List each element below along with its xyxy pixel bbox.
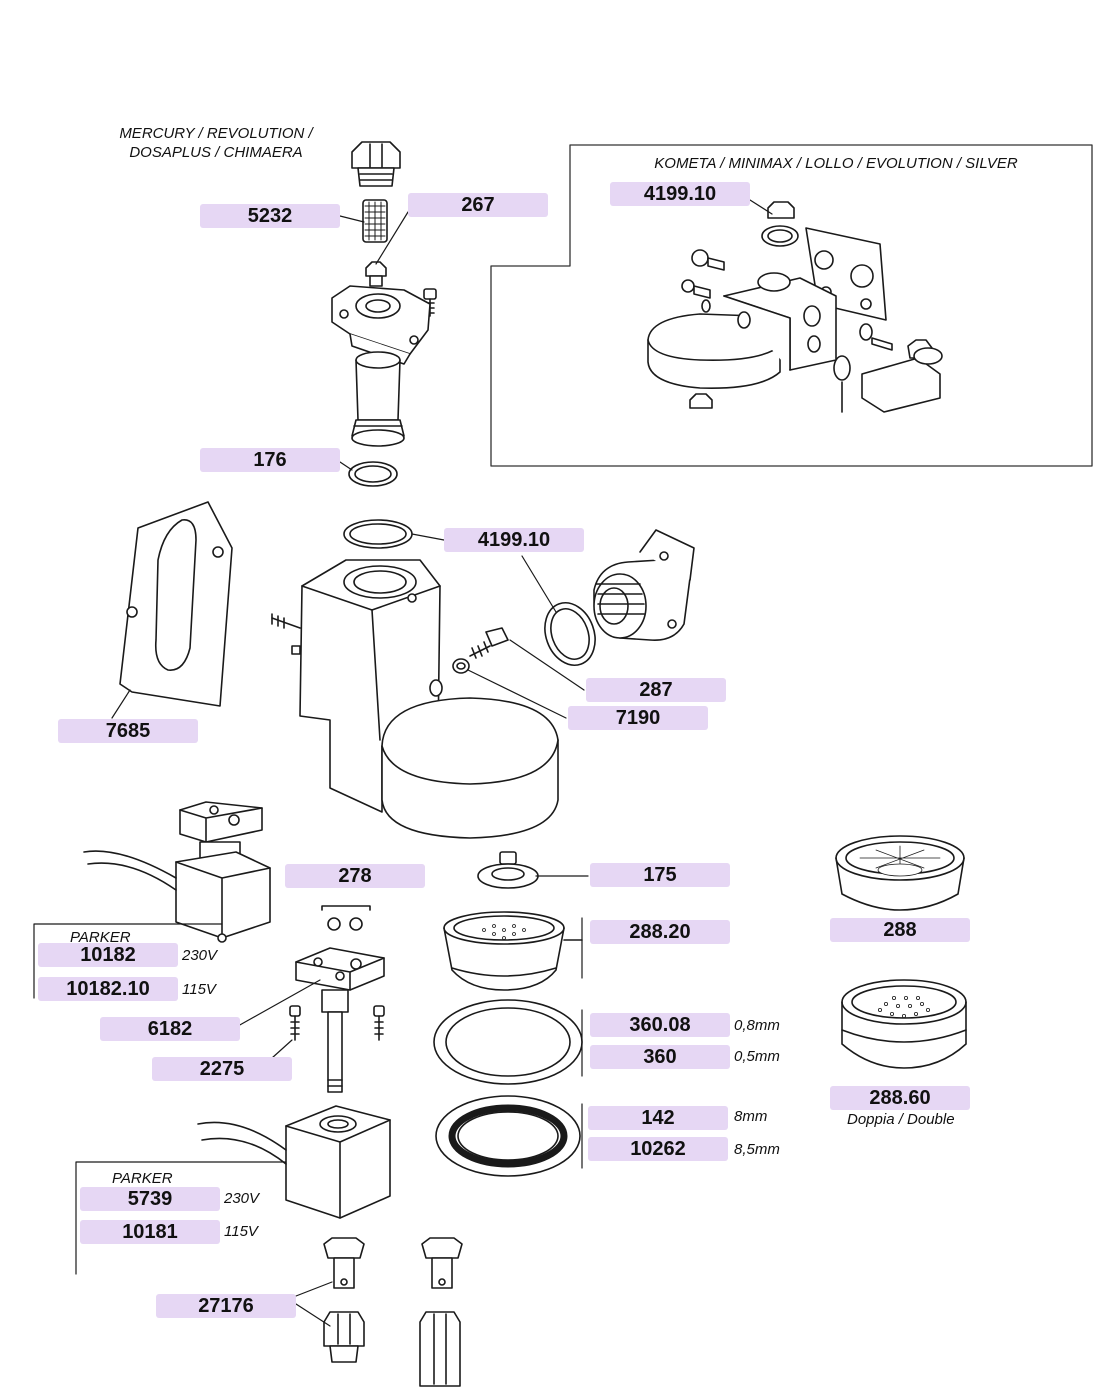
part-label-4199-10-inset: 4199.10	[610, 182, 750, 206]
gasket-4199-main-part	[344, 520, 412, 548]
note-0-8mm: 0,8mm	[734, 1017, 780, 1034]
note-8-5mm: 8,5mm	[734, 1141, 780, 1158]
fittings-27176-part	[324, 1238, 462, 1386]
inset-group-body-part	[648, 273, 836, 388]
gasket-360-part	[434, 1000, 582, 1084]
gasket-4199-side-part	[537, 596, 604, 673]
note-0-5mm: 0,5mm	[734, 1048, 780, 1065]
parker-label-2: PARKER	[112, 1170, 173, 1187]
small-jet-part	[366, 262, 386, 286]
part-label-267: 267	[408, 193, 548, 217]
gasket-plate-part	[120, 502, 232, 706]
part-label-288: 288	[830, 918, 970, 942]
top-left-title: MERCURY / REVOLUTION / DOSAPLUS / CHIMAE…	[106, 124, 326, 162]
flange-part	[332, 286, 430, 364]
part-label-5232: 5232	[200, 204, 340, 228]
note-8mm: 8mm	[734, 1108, 768, 1125]
part-label-288-20: 288.20	[590, 920, 730, 944]
note-230v-a: 230V	[182, 947, 218, 964]
note-115v-b: 115V	[224, 1223, 258, 1240]
part-label-287: 287	[586, 678, 726, 702]
part-label-176: 176	[200, 448, 340, 472]
part-label-2275: 2275	[152, 1057, 292, 1081]
part-label-27176: 27176	[156, 1294, 296, 1318]
filter-mesh-part	[363, 200, 387, 242]
note-double: Doppia / Double	[847, 1111, 955, 1128]
coil-5739-part	[198, 1106, 390, 1218]
washer-7190-part	[453, 659, 469, 673]
part-label-10181: 10181	[80, 1220, 220, 1244]
inset-title: KOMETA / MINIMAX / LOLLO / EVOLUTION / S…	[654, 155, 1018, 172]
part-label-10182: 10182	[38, 943, 178, 967]
top-left-title-line1: MERCURY / REVOLUTION /	[119, 125, 313, 142]
part-label-10262: 10262	[588, 1137, 728, 1161]
note-115v-a: 115V	[182, 981, 216, 998]
shower-holder-part	[352, 352, 404, 446]
part-label-278: 278	[285, 864, 425, 888]
filter-basket-288-20-part	[444, 912, 582, 990]
note-230v-b: 230V	[224, 1190, 260, 1207]
gasket-176-part	[349, 462, 397, 486]
solenoid-valve-6182-part	[296, 948, 384, 1092]
part-label-4199-10: 4199.10	[444, 528, 584, 552]
part-label-7190: 7190	[568, 706, 708, 730]
part-label-7685: 7685	[58, 719, 198, 743]
part-label-288-60: 288.60	[830, 1086, 970, 1110]
part-label-5739: 5739	[80, 1187, 220, 1211]
group-head-body-part	[272, 560, 558, 838]
inset-frame	[491, 145, 1092, 466]
part-label-360-08: 360.08	[590, 1013, 730, 1037]
part-label-175: 175	[590, 863, 730, 887]
part-label-10182-10: 10182.10	[38, 977, 178, 1001]
shower-screw-175-part	[478, 852, 538, 888]
screw-287-part	[470, 628, 508, 658]
inset-small-parts	[682, 250, 942, 412]
part-label-142: 142	[588, 1106, 728, 1130]
side-flange-part	[594, 530, 694, 640]
o-rings-278-part	[322, 906, 370, 930]
part-label-6182: 6182	[100, 1017, 240, 1041]
filter-basket-288-part	[836, 836, 964, 910]
gasket-142-part	[436, 1096, 580, 1176]
leader-lines	[34, 200, 772, 1326]
inset-cap-part	[762, 202, 798, 246]
top-left-title-line2: DOSAPLUS / CHIMAERA	[129, 144, 303, 161]
solenoid-top-part	[84, 802, 270, 942]
parker-label-1: PARKER	[70, 929, 131, 946]
part-label-360: 360	[590, 1045, 730, 1069]
screws-2275-part	[290, 1006, 384, 1040]
cap-nut-part	[352, 142, 400, 186]
filter-basket-288-60-part	[842, 980, 966, 1068]
